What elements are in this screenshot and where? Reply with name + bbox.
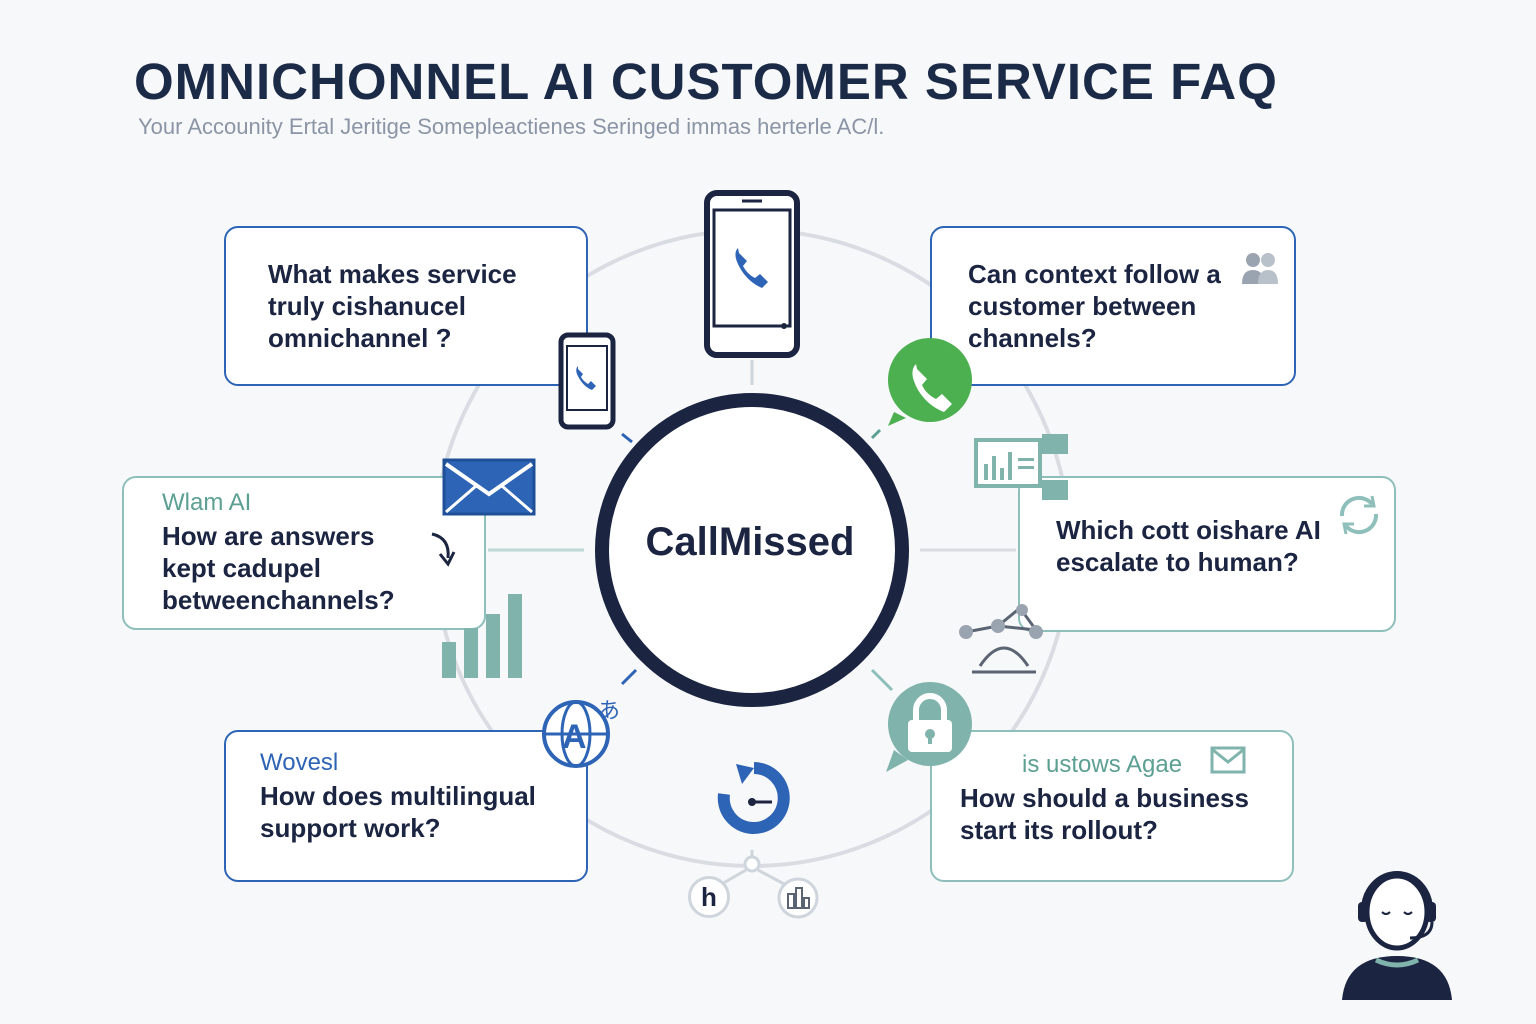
faq-tag: Wovesl [260,749,339,776]
dashboard-icon [974,434,1068,500]
faq-question: How does multilingual support work? [260,781,536,843]
faq-card-context[interactable]: Can context follow a customer between ch… [930,226,1296,386]
faq-tag: is ustows Agae [1022,751,1183,778]
arrow-down-icon [431,532,456,567]
faq-question: Which cott oishare AI escalate to human? [1056,515,1321,577]
faq-card-omnichannel[interactable]: What makes service truly cishanucel omni… [224,226,588,386]
svg-text:A: A [562,718,587,756]
faq-card-escalate[interactable]: Which cott oishare AI escalate to human? [1018,476,1396,632]
faq-question: What makes service truly cishanucel omni… [268,259,517,353]
svg-text:あ: あ [598,699,620,724]
email-icon [442,458,536,516]
hub-label: CallMissed [645,520,855,564]
lock-icon [886,682,972,772]
node-h: h [688,876,730,918]
network-icon [959,604,1043,674]
translate-icon: A あ [542,699,620,768]
phone-icon [704,190,800,358]
refresh-small-icon [1339,495,1379,535]
faq-card-answers[interactable]: Wlam AI How are answers kept cadupel bet… [122,476,486,630]
faq-question: Can context follow a customer between ch… [968,259,1221,353]
users-icon [1242,253,1278,284]
faq-question: How should a business start its rollout? [960,783,1249,845]
page-subtitle: Your Accounity Ertal Jeritige Somepleact… [138,114,885,139]
node-chart-icon [777,877,819,919]
page-title: OMNICHONNEL AI CUSTOMER SERVICE FAQ [134,53,1278,110]
whatsapp-icon [888,338,972,426]
faq-question: How are answers kept cadupel betweenchan… [162,521,395,615]
node-h-label: h [701,882,717,912]
refresh-icon [717,762,790,834]
envelope-small-icon [1210,746,1246,774]
agent-headset-icon [1342,871,1452,1000]
bar-chart-icon [442,594,522,678]
faq-tag: Wlam AI [162,489,252,516]
small-phone-icon [558,332,616,430]
faq-card-multilingual[interactable]: Wovesl How does multilingual support wor… [224,730,588,882]
